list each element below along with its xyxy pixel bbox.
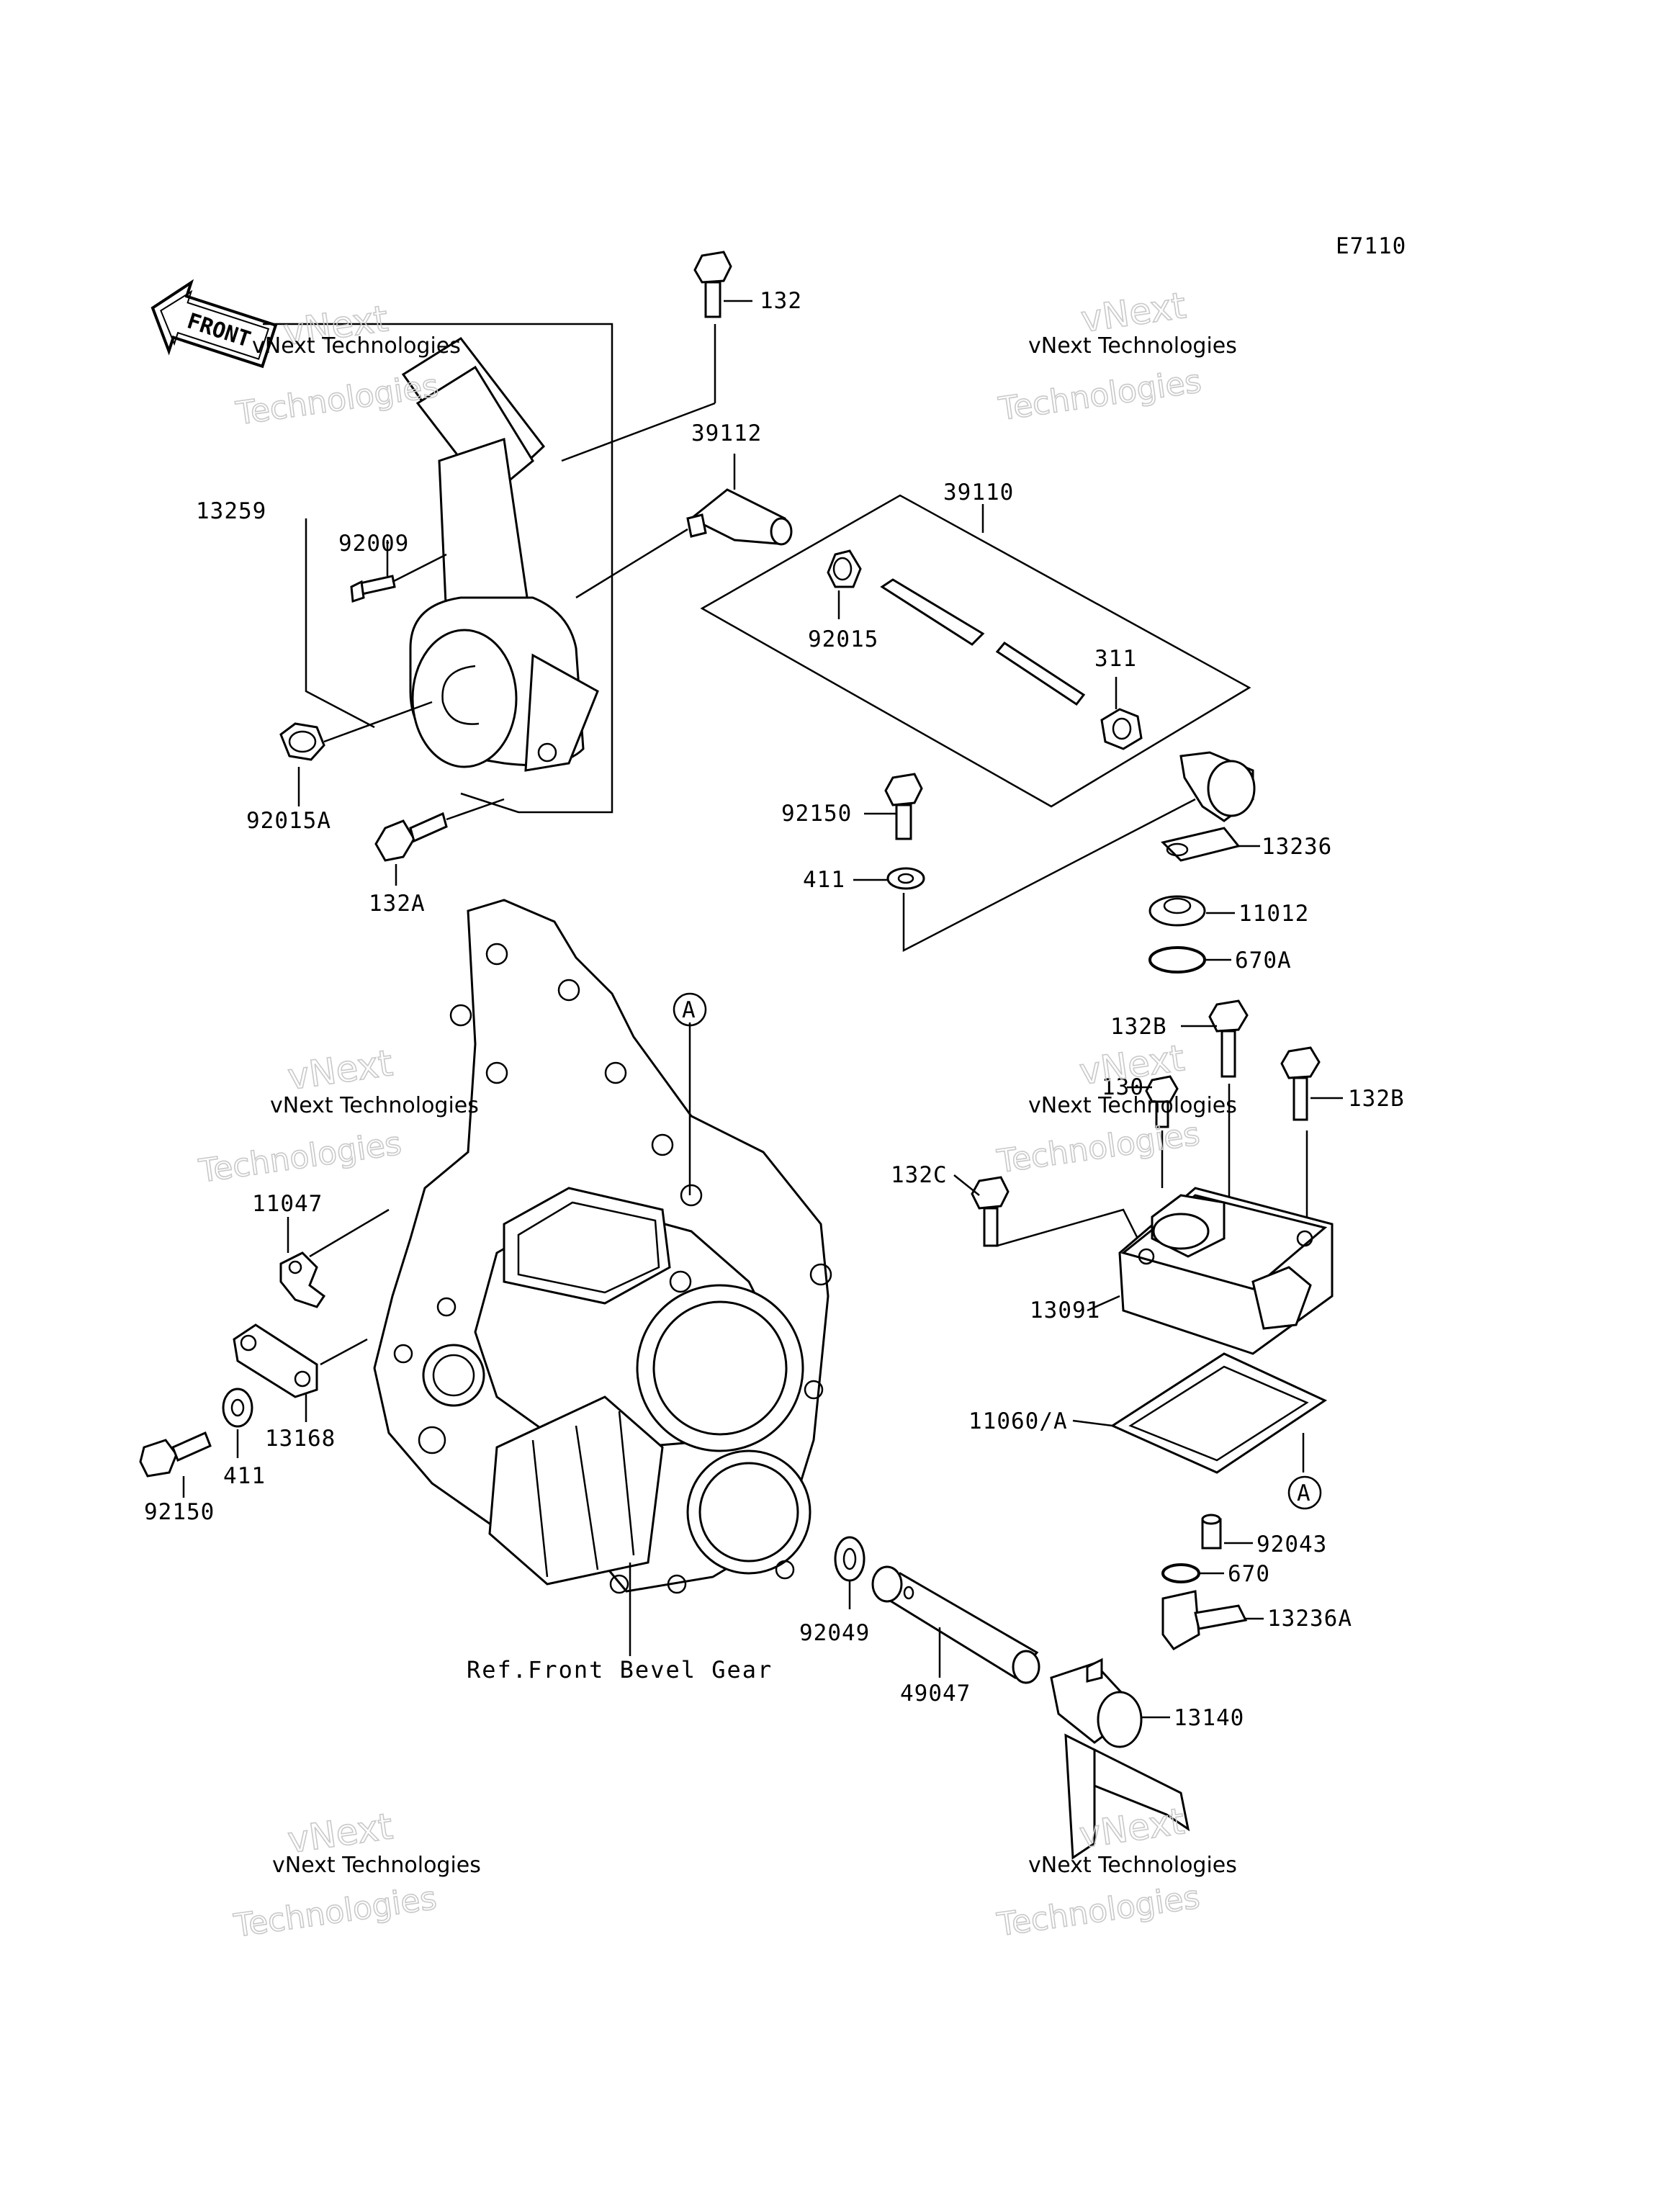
washer-411-bottom bbox=[222, 1388, 253, 1458]
label-13091: 13091 bbox=[1030, 1298, 1100, 1323]
seal-92049 bbox=[834, 1536, 866, 1609]
label-132: 132 bbox=[760, 288, 802, 314]
watermark-line-ml: vNext Technologies bbox=[270, 1093, 479, 1118]
rod-assembly-39110 bbox=[700, 494, 1251, 808]
watermark-word-8: Technologies bbox=[994, 1115, 1202, 1180]
washer-411-top bbox=[853, 798, 1196, 953]
gasket-11060A: A bbox=[1072, 1352, 1328, 1510]
label-92049: 92049 bbox=[799, 1620, 870, 1646]
front-arrow-icon: FRONT bbox=[150, 279, 278, 369]
bolt-132A bbox=[374, 798, 505, 886]
label-670A: 670A bbox=[1235, 948, 1292, 974]
label-39112: 39112 bbox=[691, 421, 762, 446]
label-13236: 13236 bbox=[1262, 834, 1332, 860]
lever-13236A bbox=[1161, 1590, 1264, 1650]
shift-lever-13236 bbox=[1161, 751, 1260, 862]
label-132C: 132C bbox=[891, 1162, 948, 1188]
o-ring-670 bbox=[1161, 1563, 1224, 1583]
label-92043: 92043 bbox=[1256, 1532, 1327, 1557]
gear-case-body: A bbox=[373, 899, 832, 1656]
label-13168: 13168 bbox=[265, 1426, 336, 1452]
shaft-49047 bbox=[871, 1565, 1040, 1684]
diagram-code: E7110 bbox=[1336, 233, 1406, 259]
label-130: 130 bbox=[1102, 1074, 1144, 1100]
watermark-word-3: vNext bbox=[1079, 284, 1189, 341]
bolt-92150-top bbox=[864, 773, 923, 840]
label-411-bottom: 411 bbox=[223, 1463, 266, 1489]
watermark-line-tr: vNext Technologies bbox=[1028, 333, 1237, 359]
watermark-word-12: Technologies bbox=[994, 1879, 1202, 1943]
label-13259: 13259 bbox=[196, 498, 266, 524]
watermark-word-2: Technologies bbox=[233, 367, 441, 432]
screw-92009 bbox=[350, 540, 447, 603]
watermark-line-tl: vNext Technologies bbox=[252, 333, 461, 359]
shift-fork-13140 bbox=[1050, 1658, 1190, 1860]
bolt-92150-bottom bbox=[139, 1431, 212, 1498]
label-92015A: 92015A bbox=[246, 808, 331, 834]
label-311: 311 bbox=[1094, 646, 1137, 672]
watermark-word-5: vNext bbox=[285, 1042, 395, 1098]
label-13236A: 13236A bbox=[1267, 1606, 1352, 1632]
watermark-line-br: vNext Technologies bbox=[1028, 1853, 1237, 1878]
label-92150-top: 92150 bbox=[781, 801, 852, 827]
rod-end-39112 bbox=[575, 454, 793, 599]
label-11012: 11012 bbox=[1238, 901, 1309, 927]
label-49047: 49047 bbox=[900, 1681, 971, 1707]
o-ring-670A bbox=[1148, 946, 1231, 974]
callout-a-left: A bbox=[682, 997, 696, 1023]
label-92150-bottom: 92150 bbox=[144, 1499, 215, 1525]
watermark-line-mr: vNext Technologies bbox=[1028, 1093, 1237, 1118]
label-132A: 132A bbox=[369, 891, 426, 917]
label-11060A: 11060/A bbox=[968, 1408, 1068, 1434]
reference-note: Ref.Front Bevel Gear bbox=[467, 1656, 773, 1683]
watermark-word-6: Technologies bbox=[197, 1125, 404, 1190]
clip-11047 bbox=[279, 1208, 390, 1308]
watermark-word-4: Technologies bbox=[996, 363, 1203, 428]
label-92015: 92015 bbox=[808, 626, 878, 652]
shift-cover-group bbox=[953, 999, 1343, 1355]
label-13140: 13140 bbox=[1174, 1705, 1244, 1731]
seal-11012 bbox=[1148, 895, 1235, 927]
part-labels: 132 39112 39110 13259 92009 92015 311 92… bbox=[144, 288, 1405, 1731]
pin-92043 bbox=[1201, 1514, 1253, 1550]
label-670: 670 bbox=[1228, 1561, 1270, 1587]
watermark-word-10: Technologies bbox=[231, 1880, 439, 1945]
label-411-top: 411 bbox=[803, 867, 845, 893]
plate-13168 bbox=[233, 1323, 368, 1422]
bolt-132 bbox=[561, 251, 752, 462]
label-39110: 39110 bbox=[943, 480, 1014, 505]
nut-92015A bbox=[279, 701, 433, 806]
label-92009: 92009 bbox=[338, 531, 409, 557]
shift-lever-assembly bbox=[263, 323, 613, 814]
label-11047: 11047 bbox=[252, 1191, 323, 1217]
callout-a-right: A bbox=[1297, 1480, 1311, 1506]
label-132B-2: 132B bbox=[1348, 1086, 1405, 1112]
watermark-line-bl: vNext Technologies bbox=[272, 1853, 481, 1878]
label-132B-1: 132B bbox=[1110, 1014, 1167, 1040]
